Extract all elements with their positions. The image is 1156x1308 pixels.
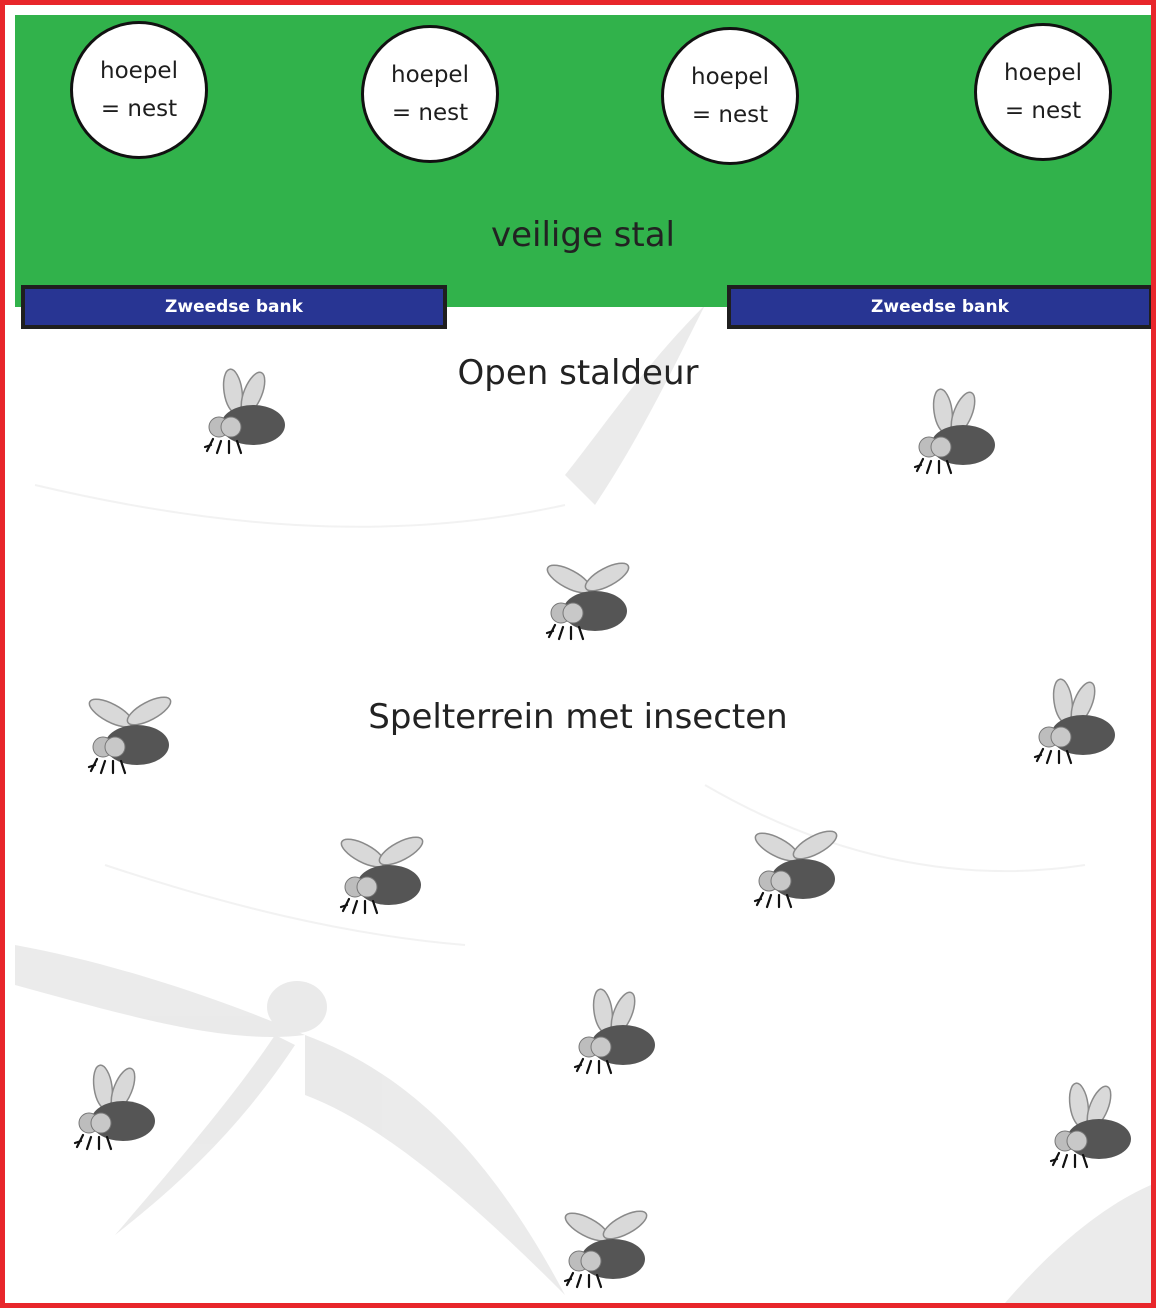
field-label: Spelterrein met insecten — [368, 697, 788, 737]
safe-zone-label: veilige stal — [490, 215, 675, 255]
swallow-icon — [15, 305, 1151, 1303]
fly-icon — [75, 687, 185, 797]
bench-label: Zweedse bank — [871, 297, 1009, 317]
hoop-label-line1: hoepel — [1004, 60, 1082, 86]
hoop-label-line2: = nest — [691, 102, 769, 128]
fly-icon — [61, 1063, 171, 1173]
hoop-nest: hoepel = nest — [661, 27, 799, 165]
fly-icon — [561, 987, 671, 1097]
door-label: Open staldeur — [457, 353, 699, 393]
hoop-label-line1: hoepel — [100, 58, 178, 84]
fly-icon — [551, 1201, 661, 1303]
fly-icon — [191, 367, 301, 477]
bench-label: Zweedse bank — [165, 297, 303, 317]
fly-icon — [327, 827, 437, 937]
hoop-label-line1: hoepel — [691, 64, 769, 90]
swedish-bench: Zweedse bank — [727, 285, 1151, 329]
hoop-label-line1: hoepel — [391, 62, 469, 88]
hoop-nest: hoepel = nest — [974, 23, 1112, 161]
swedish-bench: Zweedse bank — [21, 285, 447, 329]
fly-icon — [741, 821, 851, 931]
fly-icon — [1037, 1081, 1147, 1191]
safe-stable-zone: hoepel = nest hoepel = nest hoepel = nes… — [15, 15, 1151, 307]
hoop-nest: hoepel = nest — [70, 21, 208, 159]
fly-icon — [1021, 677, 1131, 787]
fly-icon — [533, 553, 643, 663]
hoop-label-line2: = nest — [100, 96, 178, 122]
hoop-nest: hoepel = nest — [361, 25, 499, 163]
hoop-label-line2: = nest — [1004, 98, 1082, 124]
hoop-label-line2: = nest — [391, 100, 469, 126]
fly-icon — [901, 387, 1011, 497]
